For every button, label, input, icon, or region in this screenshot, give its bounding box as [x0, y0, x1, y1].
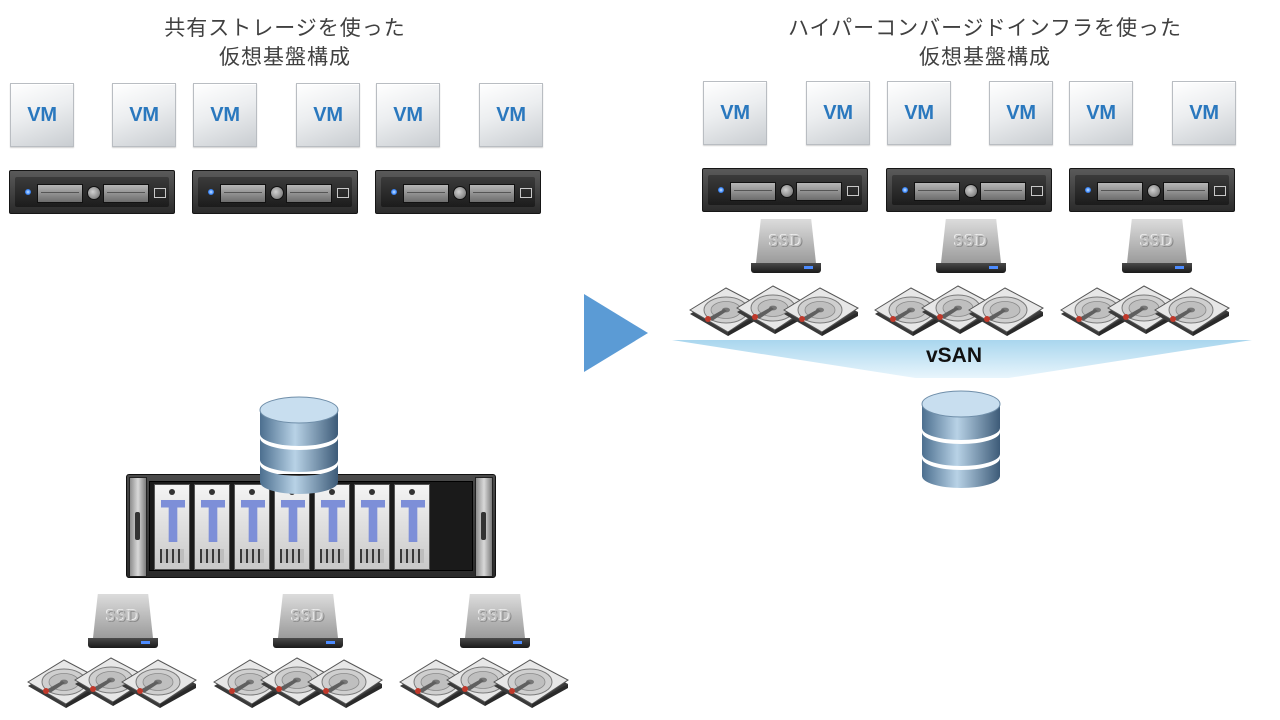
vm-icon: VM [989, 81, 1053, 145]
vm-icon: VM [887, 81, 951, 145]
drive-tray [234, 484, 270, 570]
hdd-icon [490, 656, 570, 712]
server-icon [192, 170, 358, 214]
hdd-icon [304, 656, 384, 712]
vm-label: VM [904, 101, 934, 124]
vm-label: VM [823, 101, 853, 124]
drive-tray [274, 484, 310, 570]
storage-array-icon [126, 474, 496, 578]
hdd-icon [257, 654, 337, 710]
vm-label: VM [1006, 101, 1036, 124]
hdd-icon [118, 656, 198, 712]
server-icon [9, 170, 175, 214]
server-icon [886, 168, 1052, 212]
hdd-icon [780, 284, 860, 340]
hdd-icon [965, 284, 1045, 340]
vm-icon: VM [1172, 81, 1236, 145]
ssd-icon: SSD [88, 594, 158, 650]
left-title-line2: 仮想基盤構成 [219, 45, 351, 69]
vsan-label: vSAN [925, 344, 983, 367]
drive-tray [154, 484, 190, 570]
vm-icon: VM [296, 83, 360, 147]
drive-tray [394, 484, 430, 570]
server-icon [702, 168, 868, 212]
vm-label: VM [313, 103, 343, 126]
vm-label: VM [210, 103, 240, 126]
right-title: ハイパーコンバージドインフラを使った 仮想基盤構成 [760, 14, 1210, 72]
right-title-line2: 仮想基盤構成 [919, 45, 1051, 69]
vm-label: VM [27, 103, 57, 126]
server-icon [1069, 168, 1235, 212]
vm-icon: VM [376, 83, 440, 147]
ssd-icon: SSD [460, 594, 530, 650]
right-title-line1: ハイパーコンバージドインフラを使った [787, 16, 1183, 40]
vm-icon: VM [193, 83, 257, 147]
ssd-label: SSD [477, 606, 513, 625]
vm-icon: VM [10, 83, 74, 147]
database-icon [921, 390, 1001, 488]
vm-label: VM [1189, 101, 1219, 124]
hdd-icon [1104, 282, 1184, 338]
hdd-icon [733, 282, 813, 338]
left-title-line1: 共有ストレージを使った [164, 16, 406, 40]
ssd-icon: SSD [751, 219, 821, 275]
ssd-icon: SSD [1122, 219, 1192, 275]
vm-label: VM [496, 103, 526, 126]
vm-icon: VM [112, 83, 176, 147]
ssd-label: SSD [105, 606, 141, 625]
ssd-label: SSD [953, 231, 989, 250]
vm-icon: VM [479, 83, 543, 147]
vm-icon: VM [1069, 81, 1133, 145]
vm-icon: VM [806, 81, 870, 145]
vm-label: VM [720, 101, 750, 124]
ssd-label: SSD [1139, 231, 1175, 250]
ssd-label: SSD [290, 606, 326, 625]
hdd-icon [1151, 284, 1231, 340]
drive-tray [354, 484, 390, 570]
vm-label: VM [129, 103, 159, 126]
database-icon [259, 396, 339, 494]
drive-tray [194, 484, 230, 570]
server-icon [375, 170, 541, 214]
vm-label: VM [393, 103, 423, 126]
left-title: 共有ストレージを使った 仮想基盤構成 [140, 14, 430, 72]
ssd-label: SSD [768, 231, 804, 250]
ssd-icon: SSD [936, 219, 1006, 275]
drive-tray [314, 484, 350, 570]
vm-icon: VM [703, 81, 767, 145]
arrow-right-icon [584, 294, 648, 372]
vm-label: VM [1086, 101, 1116, 124]
ssd-icon: SSD [273, 594, 343, 650]
